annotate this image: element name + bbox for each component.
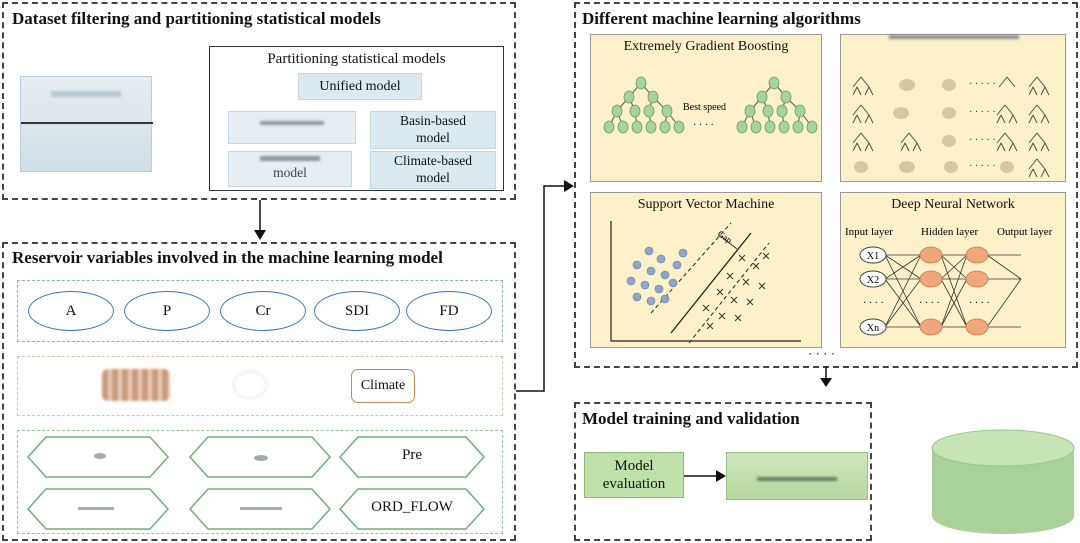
algorithms-panel-title: Different machine learning algorithms [582,9,861,28]
partitioning-title: Partitioning statistical models [267,51,446,67]
forest-dots-3: · · · · · [969,135,996,146]
blurred-model-box-1 [228,111,356,144]
climate-model-box: Climate-based model [370,151,496,189]
training-panel: Model training and validation Model eval… [574,402,872,541]
xgb-title: Extremely Gradient Boosting [623,39,789,54]
dnn-dots-hidden-1: · · · · [919,298,940,309]
svm-gap-label: Gap [716,228,734,245]
partitioning-box: Partitioning statistical models Unified … [209,46,504,191]
variable-cr: Cr [220,291,306,331]
variable-sdi: SDI [314,291,400,331]
variables-panel-title: Reservoir variables involved in the mach… [12,248,443,267]
dnn-input-label: Input layer [845,226,893,238]
forest-dots-4: · · · · · [969,161,996,172]
svm-title: Support Vector Machine [637,197,775,212]
dnn-node-xn: Xn [867,323,879,334]
arrow-algorithms-to-training [820,366,832,387]
variable-p: P [124,291,210,331]
variable-ord-flow: ORD_FLOW [371,499,453,515]
arrow-variables-to-algorithms [516,180,574,392]
dataset-panel-title: Dataset filtering and partitioning stati… [12,9,381,28]
variable-fd: FD [406,291,492,331]
xgb-best-speed: Best speed [683,102,726,113]
dnn-title: Deep Neural Network [891,197,1015,212]
dataset-panel: Dataset filtering and partitioning stati… [2,2,516,200]
hexagon-shapes [26,436,486,530]
database-cylinder [931,429,1075,534]
forest-dots-2: · · · · · [969,107,996,118]
unified-model-box: Unified model [298,73,422,100]
xgb-trees: Best speed · · · · [603,76,818,134]
arrow-evaluation [684,470,726,482]
basin-model-box: Basin-based model [370,111,496,149]
variables-panel: Reservoir variables involved in the mach… [2,242,516,541]
dnn-network: Input layer Hidden layer Output layer X1… [845,226,1053,336]
forest-title-blurred [889,35,1019,39]
variables-row-1: A P Cr SDI FD [17,280,503,342]
training-panel-title: Model training and validation [582,409,800,428]
algorithms-ellipsis: · · · · [808,346,836,361]
variable-pre: Pre [402,447,422,463]
xgb-box: Extremely Gradient Boosting Best speed ·… [590,34,822,182]
model-evaluation-label: Model evaluation [602,458,666,492]
dnn-hidden-label: Hidden layer [921,226,978,238]
algorithms-panel: Different machine learning algorithms Ex… [574,2,1078,368]
dnn-node-x2: X2 [867,275,879,286]
blurred-model-label: model [273,165,307,181]
xgb-dots: · · · · [693,120,714,131]
variables-row-2: Climate [17,356,503,416]
variables-row-3: Pre ORD_FLOW [17,430,503,534]
dnn-node-x1: X1 [867,251,879,262]
dnn-box: Deep Neural Network Input layer Hidden l… [840,192,1066,348]
model-evaluation-box: Model evaluation [584,452,684,498]
forest-trees: · · · · · · · · · · · · · · · · · · · · [852,76,1050,178]
forest-box: · · · · · · · · · · · · · · · · · · · · [840,34,1066,182]
blurred-model-box-2: model [228,151,352,187]
dnn-dots-input: · · · · [863,298,884,309]
validation-box-blurred [726,452,868,500]
arrow-dataset-to-variables [254,200,266,240]
dnn-output-label: Output layer [997,226,1053,238]
climate-model-label: Climate-based model [394,153,472,185]
climate-variable-label: Climate [360,378,406,393]
dataset-image [20,76,153,172]
dnn-dots-hidden-2: · · · · [969,298,990,309]
blurred-variable-1 [102,369,170,401]
blurred-variable-2 [233,371,267,399]
basin-model-label: Basin-based model [400,113,466,145]
svm-plot: Gap [610,221,801,344]
climate-variable: Climate [351,369,415,403]
variable-a: A [28,291,114,331]
forest-dots-1: · · · · · [969,79,996,90]
svm-box: Support Vector Machine Gap [590,192,822,348]
